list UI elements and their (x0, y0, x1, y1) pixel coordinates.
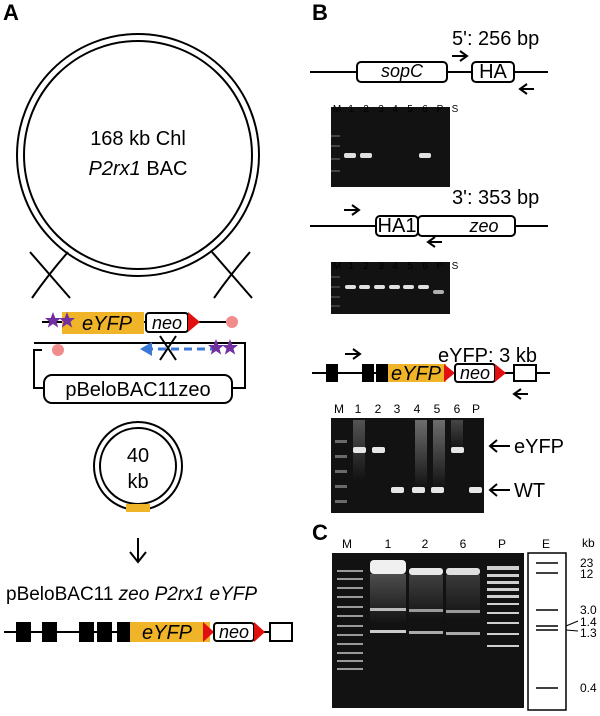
panel-label-b: B (312, 0, 328, 25)
gel1-lane-m: M (333, 104, 341, 115)
circle-size-number: 40 (127, 445, 149, 467)
assay2-title: 3': 353 bp (452, 187, 539, 209)
primer-arrows-3 (345, 348, 528, 400)
gel-3 (331, 418, 484, 513)
band-arrows (488, 439, 510, 497)
gel1-lane-s: S (452, 104, 459, 115)
vector-construct: pBeloBAC11zeo (33, 335, 246, 404)
gel1-lane-3: 3 (378, 104, 384, 115)
gel2-lane-4: 4 (392, 261, 398, 272)
assay3-neo-label: neo (460, 363, 490, 383)
band-label-wt: WT (514, 480, 545, 502)
gel3-lane-m: M (334, 402, 344, 416)
gel3-lane-1: 1 (355, 402, 362, 416)
assay3-map: eYFP neo (312, 348, 550, 400)
marker-size-label: 0.4 (580, 681, 597, 695)
final-eyfp-label: eYFP (142, 622, 193, 644)
frt-arrow-icon-4 (254, 622, 265, 642)
bac-label-line1: 168 kb Chl (90, 128, 186, 150)
assay1-title: 5': 256 bp (452, 28, 539, 50)
assay2-map: HA1 zeo (310, 204, 548, 248)
primer-arrows-2 (344, 204, 442, 248)
bac-label-line2: P2rx1 BAC (89, 158, 188, 180)
gel3-lane-3: 3 (394, 402, 401, 416)
final-construct: eYFP neo (4, 622, 293, 644)
cassette-neo-label: neo (152, 313, 182, 333)
small-circle (93, 421, 183, 512)
gel2-lane-5: 5 (407, 261, 413, 272)
gel2-lane-1: 1 (348, 261, 354, 272)
gel1-lane-6: 6 (422, 104, 428, 115)
final-neo-label: neo (219, 622, 249, 642)
gel4-lane-e: E (542, 537, 550, 551)
marker-size-label: 23 (580, 556, 594, 570)
circle-size-unit: kb (127, 471, 148, 493)
marker-size-label: 1.4 (580, 615, 597, 629)
gel4-lane-1: 1 (385, 537, 392, 551)
frt-arrow-icon-6 (495, 364, 506, 382)
targeting-cassette: eYFP neo (42, 312, 238, 335)
panel-label-a: A (3, 0, 19, 25)
eyfp-insert-marker (126, 504, 150, 512)
gel1-lane-2: 2 (363, 104, 369, 115)
gel3-lane-5: 5 (434, 402, 441, 416)
pink-dot-icon-2 (52, 344, 64, 356)
gel4-lane-6: 6 (460, 537, 467, 551)
primer-arrows-1 (452, 50, 534, 95)
gel1-lane-1: 1 (348, 104, 354, 115)
gel2-lane-m: M (333, 261, 341, 272)
gel2-lane-s: S (452, 261, 459, 272)
down-arrow-icon (129, 538, 147, 564)
gel-2 (331, 262, 450, 314)
gel3-lane-p: P (472, 402, 480, 416)
gel2-lane-3: 3 (378, 261, 384, 272)
gel4-lane-m: M (342, 537, 352, 551)
marker-size-label: 12 (580, 567, 594, 581)
cassette-eyfp-label: eYFP (82, 313, 133, 335)
gel1-lane-4: 4 (392, 104, 398, 115)
star-icons-left (45, 312, 75, 328)
marker-size-label: 1.3 (580, 626, 597, 640)
pink-dot-icon (226, 316, 238, 328)
gel-4 (332, 553, 524, 708)
gel4-lane-2: 2 (422, 537, 429, 551)
kb-unit-label: kb (582, 536, 595, 550)
assay2-box1: HA1 (378, 215, 417, 237)
result-construct-name: pBeloBAC11 zeo P2rx1 eYFP (6, 584, 257, 605)
gel2-lane-2: 2 (363, 261, 369, 272)
vector-label: pBeloBAC11zeo (65, 379, 210, 401)
assay2-box2: zeo (468, 216, 498, 236)
panel-label-c: C (312, 520, 328, 545)
marker-size-label: 3.0 (580, 603, 597, 617)
crossout-x-icon (159, 335, 177, 361)
star-icons-right (208, 339, 238, 355)
dashed-arrowhead-icon (140, 342, 152, 356)
vector-box (43, 374, 233, 404)
gel2-lane-6: 6 (422, 261, 428, 272)
band-label-eyfp: eYFP (514, 436, 564, 458)
assay1-box1: sopC (381, 61, 424, 81)
assay3-title: eYFP: 3 kb (438, 345, 537, 367)
gel3-lane-6: 6 (454, 402, 461, 416)
frt-arrow-icon-3 (203, 622, 214, 642)
bac-circle (16, 33, 260, 277)
assay1-box2: HA (479, 61, 507, 83)
gel-1 (331, 107, 450, 187)
frt-arrow-icon (188, 312, 200, 332)
assay1-map: sopC HA (310, 50, 548, 95)
gel1-lane-5: 5 (407, 104, 413, 115)
gel2-lane-p: P (437, 261, 444, 272)
crossover-right (211, 251, 253, 299)
crossover-left (29, 251, 71, 299)
frt-arrow-icon-5 (444, 364, 455, 382)
eyfp-box (62, 312, 144, 334)
gel1-lane-p: P (437, 104, 444, 115)
assay3-eyfp-label: eYFP (391, 363, 442, 385)
gel4-lane-p: P (498, 537, 506, 551)
gel3-lane-2: 2 (375, 402, 382, 416)
gel3-lane-4: 4 (414, 402, 421, 416)
expected-band-schematic (527, 552, 579, 711)
